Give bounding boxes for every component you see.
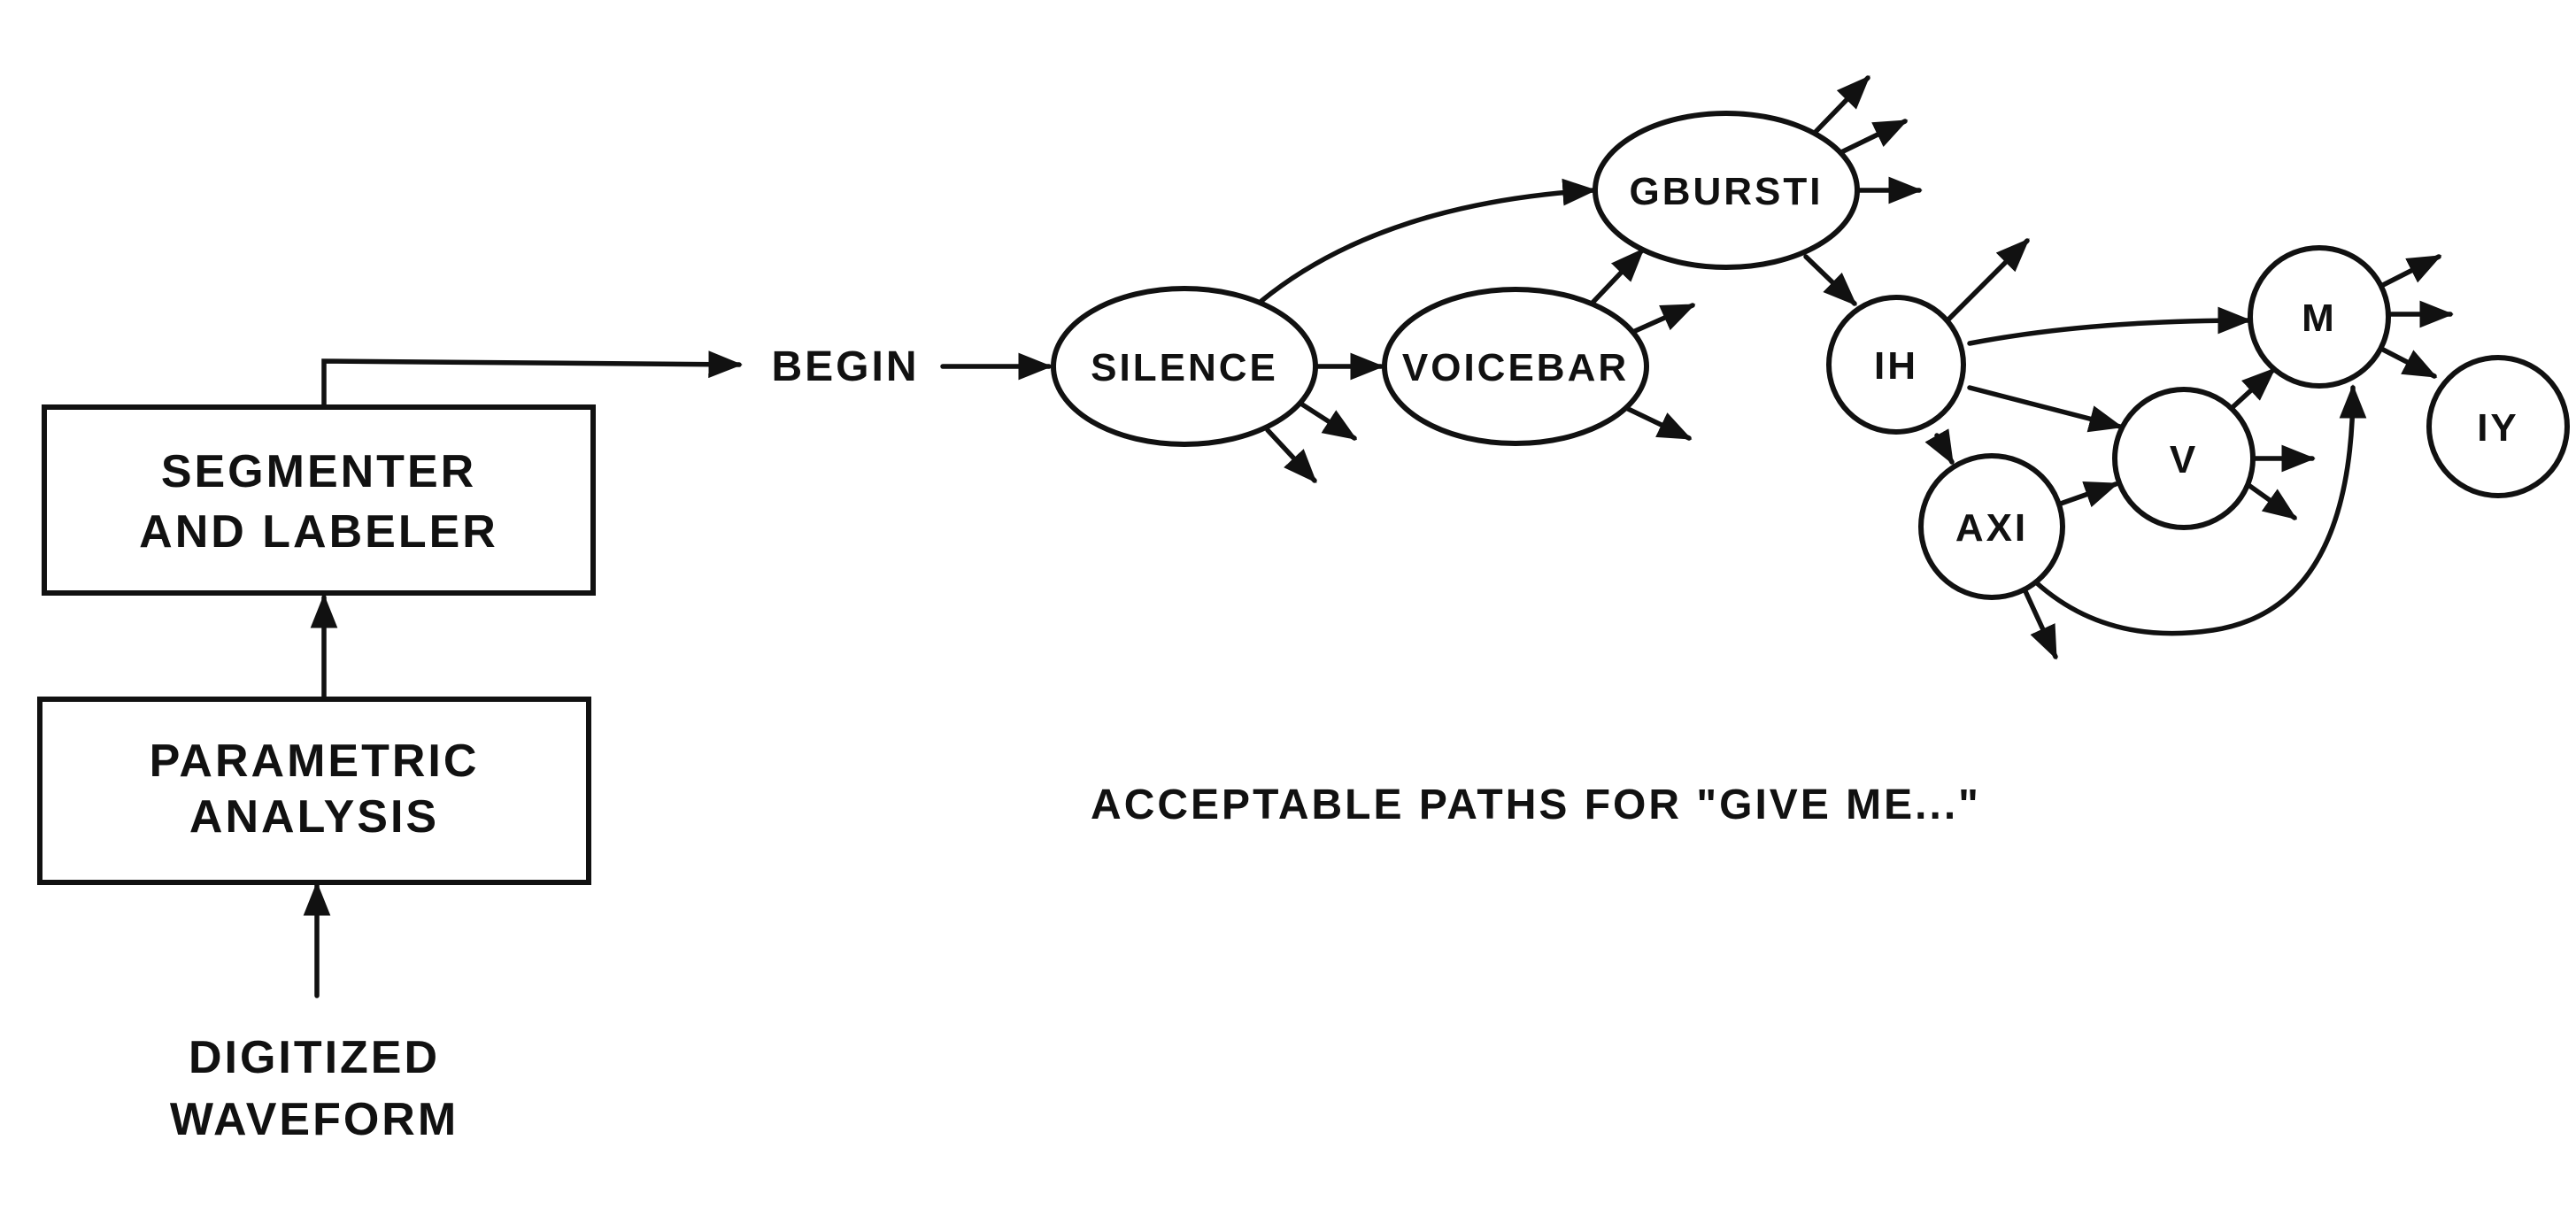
node-silence [1051, 286, 1318, 447]
stub-voicebar-1 [1624, 303, 1696, 337]
node-axi [1918, 453, 2065, 600]
edge-ih-m [1967, 306, 2252, 346]
node-voicebar [1382, 287, 1649, 446]
parametric-box-line2: ANALYSIS [189, 791, 439, 843]
edge-ih-axi [1924, 428, 1955, 466]
segmenter-box-line1: SEGMENTER [161, 446, 476, 497]
node-ih-label: IH [1874, 344, 1918, 388]
begin-label: BEGIN [771, 343, 919, 390]
parametric-box-line1: PARAMETRIC [150, 735, 480, 787]
edge-ih-v [1967, 385, 2124, 433]
node-silence-label: SILENCE [1091, 346, 1278, 389]
stub-gburst-2 [1839, 119, 1909, 155]
caption: ACCEPTABLE PATHS FOR "GIVE ME..." [1091, 782, 1981, 828]
stub-m-3 [2380, 347, 2438, 379]
segmenter-labeler-box [42, 404, 596, 596]
node-v [2112, 387, 2256, 530]
node-m-label: M [2302, 296, 2337, 340]
input-label-line2: WAVEFORM [170, 1094, 459, 1145]
edge-silence-gburst [1259, 178, 1597, 304]
edge-axi-v [2055, 481, 2119, 508]
node-axi-label: AXI [1955, 506, 2028, 550]
stub-silence-1 [1297, 400, 1358, 441]
stub-gburst-1 [1810, 75, 1870, 137]
segmenter-box-line2: AND LABELER [139, 506, 498, 558]
node-gburst-label: GBURSTI [1630, 170, 1824, 213]
stub-m-1 [2380, 254, 2442, 288]
edge-axi-m [2033, 384, 2367, 636]
stub-silence-2 [1265, 427, 1317, 483]
edge-gburst-ih [1803, 254, 1857, 306]
edge-v-m [2228, 367, 2276, 412]
input-label-line1: DIGITIZED [189, 1032, 440, 1083]
node-voicebar-label: VOICEBAR [1402, 346, 1629, 389]
arrow-segmenter-to-begin [321, 350, 743, 410]
stub-voicebar-2 [1622, 404, 1693, 441]
node-m [2248, 245, 2391, 389]
edge-voicebar-gburst [1589, 248, 1645, 306]
node-iy-label: IY [2477, 406, 2519, 450]
node-iy [2426, 355, 2570, 498]
parametric-analysis-box [37, 697, 591, 885]
stub-v-2 [2246, 482, 2298, 520]
node-ih [1826, 295, 1966, 435]
node-gburst [1593, 111, 1860, 270]
stub-ih [1945, 238, 2030, 323]
stub-axi [2023, 589, 2058, 660]
node-v-label: V [2170, 438, 2198, 481]
